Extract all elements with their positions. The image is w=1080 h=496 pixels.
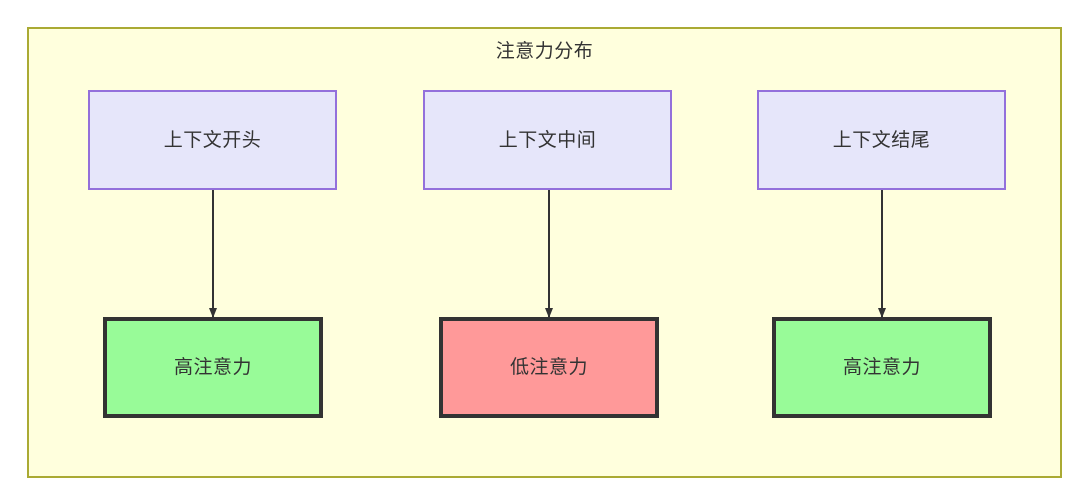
node-context-end-label: 上下文结尾 xyxy=(832,128,931,151)
node-context-start-label: 上下文开头 xyxy=(163,128,262,151)
node-high-attention-end[interactable]: 高注意力 xyxy=(772,317,992,418)
node-high-attention-start[interactable]: 高注意力 xyxy=(103,317,323,418)
node-context-start[interactable]: 上下文开头 xyxy=(88,90,337,190)
subgraph-title: 注意力分布 xyxy=(495,40,594,62)
node-low-attention-middle[interactable]: 低注意力 xyxy=(439,317,659,418)
node-high-attention-end-label: 高注意力 xyxy=(842,356,921,378)
node-context-middle-label: 上下文中间 xyxy=(498,128,597,151)
node-context-middle[interactable]: 上下文中间 xyxy=(423,90,672,190)
node-context-end[interactable]: 上下文结尾 xyxy=(757,90,1006,190)
node-high-attention-start-label: 高注意力 xyxy=(173,356,252,378)
node-low-attention-middle-label: 低注意力 xyxy=(509,356,588,378)
